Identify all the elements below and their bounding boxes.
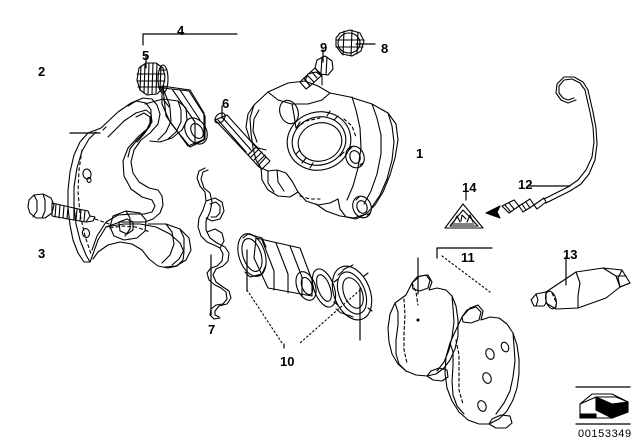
part-grease-tube: [530, 267, 631, 310]
leader-lines-dotted: [246, 289, 361, 344]
diagram-id-watermark: 00153349: [578, 428, 632, 440]
part-wear-sensor-cable: [485, 76, 598, 219]
callout-label-14[interactable]: 14: [462, 180, 477, 195]
part-retaining-spring-clip: [196, 167, 232, 320]
watermark-logo: [575, 386, 631, 425]
callout-label-4[interactable]: 4: [177, 23, 185, 38]
part-guide-bolt-pin: [214, 112, 271, 170]
part-caliper-carrier-bracket: [67, 97, 192, 269]
callout-label-1[interactable]: 1: [416, 146, 424, 161]
callout-label-6[interactable]: 6: [222, 96, 230, 111]
part-protective-cap: [335, 29, 365, 57]
callout-label-3[interactable]: 3: [38, 246, 46, 261]
leader-dotted-11: [441, 255, 491, 293]
callout-label-2[interactable]: 2: [38, 64, 46, 79]
callout-label-7[interactable]: 7: [208, 322, 216, 337]
callout-label-12[interactable]: 12: [518, 177, 533, 192]
part-brake-pad-set: [387, 274, 520, 429]
leader-lines-10-verticals: [246, 249, 361, 349]
part-brake-caliper-housing: [245, 71, 399, 220]
part-warning-triangle-clip: [444, 203, 484, 229]
part-piston-seal-kit: [237, 233, 373, 321]
callout-label-9[interactable]: 9: [320, 40, 328, 55]
callout-label-11[interactable]: 11: [461, 250, 475, 265]
callout-label-5[interactable]: 5: [142, 48, 150, 63]
callout-label-13[interactable]: 13: [563, 247, 578, 262]
callout-label-8[interactable]: 8: [381, 41, 389, 56]
callout-label-10[interactable]: 10: [280, 354, 295, 369]
part-guide-pin-sleeve: [161, 85, 208, 148]
leader-lines: [69, 33, 571, 316]
part-hex-bolt: [27, 193, 113, 226]
